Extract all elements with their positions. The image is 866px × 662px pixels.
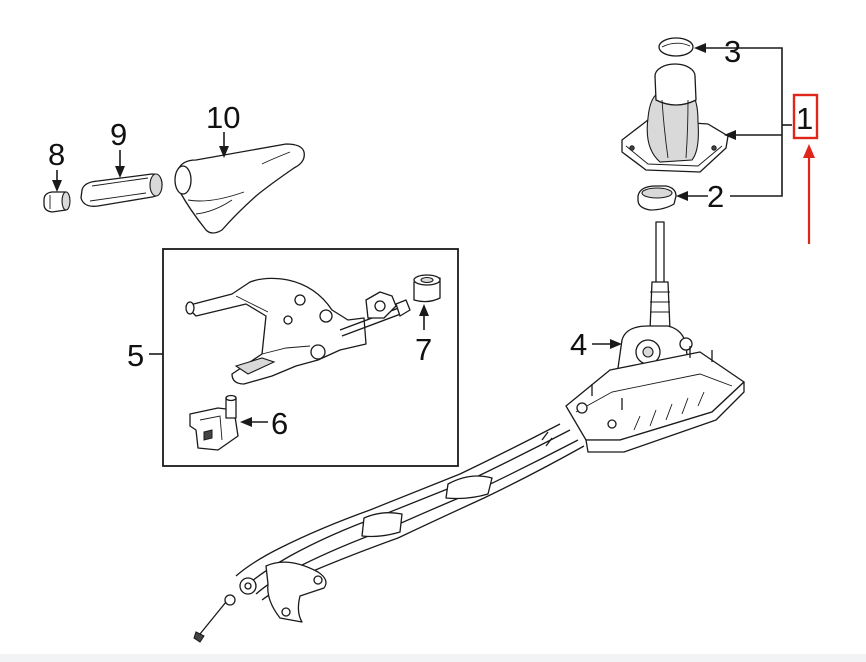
- callout-5[interactable]: 5: [127, 338, 144, 373]
- callout-8[interactable]: 8: [48, 137, 65, 172]
- part-8-end-cap: [43, 191, 71, 213]
- part-4-shifter-housing: [565, 221, 745, 453]
- callout-6[interactable]: 6: [271, 406, 288, 441]
- callout-3[interactable]: 3: [724, 34, 741, 69]
- part-1-shift-knob-assembly: [621, 63, 729, 173]
- callout-1[interactable]: 1: [796, 101, 813, 136]
- part-2-retainer: [637, 185, 677, 211]
- part-5-group-box: [162, 248, 459, 467]
- part-5-bracket: [185, 277, 411, 385]
- callout-9[interactable]: 9: [110, 117, 127, 152]
- part-7-bushing: [413, 274, 441, 303]
- shift-cables: [193, 423, 585, 643]
- part-6-lock-bracket: [189, 394, 239, 451]
- callout-1-highlight-box: [792, 93, 819, 140]
- callout-2[interactable]: 2: [707, 179, 724, 214]
- part-3-cap: [658, 37, 694, 57]
- callout-10[interactable]: 10: [206, 100, 240, 135]
- callout-7[interactable]: 7: [415, 332, 432, 367]
- part-10-boot: [174, 143, 305, 234]
- red-arrowhead: [803, 144, 815, 158]
- part-9-grip-sleeve: [80, 173, 163, 207]
- bottom-strip: [0, 654, 866, 662]
- callout-4[interactable]: 4: [570, 327, 587, 362]
